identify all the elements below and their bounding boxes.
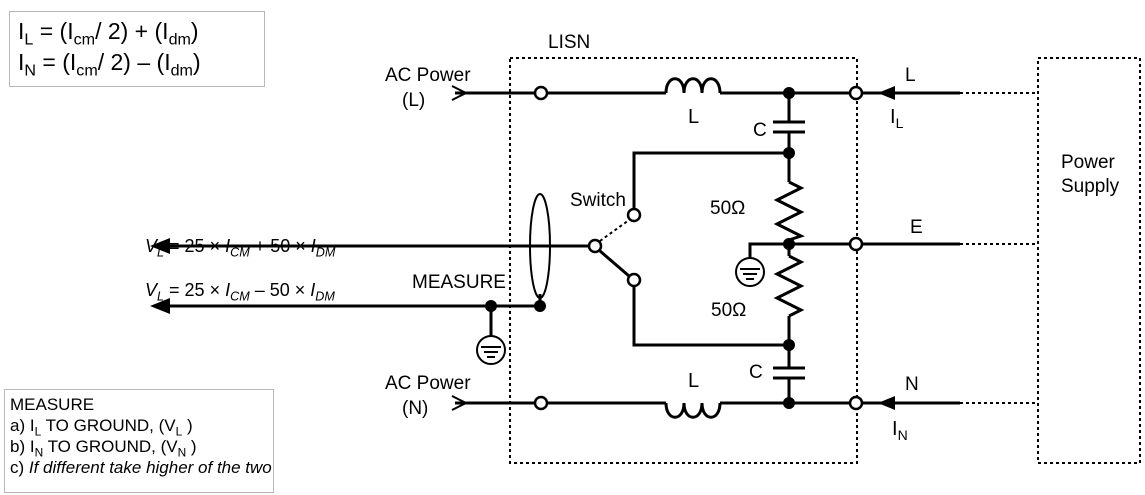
cap-top-label: C: [753, 120, 767, 141]
ac-power-l-label: AC Power: [385, 65, 471, 86]
switch-arm-closed: [599, 249, 630, 278]
equation-il: IL = (Icm/ 2) + (Idm): [18, 18, 199, 49]
switch-contact-upper: [626, 207, 642, 223]
ac-l-arrow-icon: [451, 85, 469, 101]
equation-in: IN = (Icm/ 2) – (Idm): [18, 49, 201, 80]
terminal-bottom-left: [533, 395, 549, 411]
terminal-bottom-right: [848, 395, 864, 411]
inductor-top-label: L: [688, 106, 699, 128]
line-n-label: N: [905, 374, 919, 395]
line-l-label: L: [905, 65, 916, 86]
terminal-top-right: [848, 85, 864, 101]
line-e-label: E: [910, 217, 923, 238]
measure-instructions-box: MEASURE a) IL TO GROUND, (VL ) b) IN TO …: [4, 389, 274, 493]
measure-output-arrow-icon: [150, 238, 170, 254]
il-arrow-icon: [878, 86, 895, 100]
switch-arm-open: [599, 219, 630, 242]
switch-contact-lower: [626, 272, 642, 288]
power-supply-label-2: Supply: [1061, 176, 1120, 197]
node-probe: [534, 300, 546, 312]
ground-icon-internal: [735, 257, 765, 287]
ac-power-n-sub-label: (N): [402, 398, 428, 419]
inductor-top: [664, 77, 722, 94]
ground-lead-internal: [748, 242, 789, 258]
terminal-top-left: [533, 85, 549, 101]
ac-power-n-label: AC Power: [385, 373, 471, 394]
node-bottom: [783, 397, 795, 409]
measure-ground-arrow-icon: [150, 298, 170, 314]
inductor-bottom: [664, 402, 722, 419]
measure-step-c: c) If different take higher of the two: [10, 458, 272, 477]
lisn-label: LISN: [548, 32, 590, 53]
switch-common-contact: [587, 238, 603, 254]
current-in-label: IN: [892, 418, 908, 443]
switch-upper-wire: [632, 151, 789, 208]
res-top-label: 50Ω: [710, 198, 745, 219]
power-supply-box: [1037, 57, 1141, 464]
ac-power-l-sub-label: (L): [402, 90, 425, 111]
ac-n-arrow-icon: [451, 395, 469, 411]
power-supply-label-1: Power: [1061, 152, 1116, 173]
measure-label: MEASURE: [412, 272, 506, 293]
resistor-bottom: [773, 254, 805, 318]
ground-icon-external: [476, 335, 506, 365]
measure-step-a: a) IL TO GROUND, (VL ): [10, 416, 193, 439]
terminal-e: [848, 236, 864, 252]
inductor-bottom-label: L: [688, 370, 699, 392]
measure-title: MEASURE: [10, 395, 95, 414]
in-arrow-icon: [878, 396, 895, 410]
switch-label: Switch: [570, 190, 626, 211]
current-equations-box: IL = (Icm/ 2) + (Idm) IN = (Icm/ 2) – (I…: [9, 11, 265, 87]
switch-lower-wire: [632, 287, 789, 347]
res-bottom-label: 50Ω: [711, 300, 746, 321]
lisn-enclosure: [509, 57, 858, 464]
resistor-top: [773, 180, 805, 242]
cap-bottom-label: C: [749, 362, 763, 383]
current-il-label: IL: [890, 106, 904, 131]
formula-vl-diff: VL = 25 × ICM – 50 × IDM: [145, 280, 335, 304]
measure-step-b: b) IN TO GROUND, (VN ): [10, 437, 197, 460]
